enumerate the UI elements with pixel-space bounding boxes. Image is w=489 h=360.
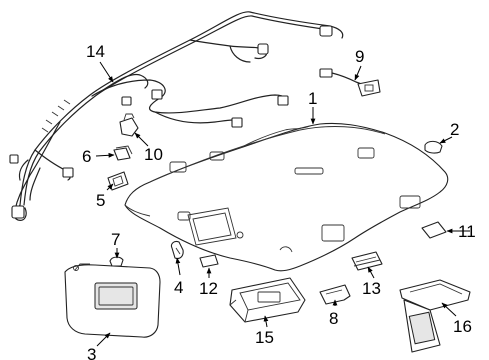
callout-4: 4 [174,278,183,297]
clip-part-2 [424,140,443,154]
callout-16: 16 [453,317,472,336]
overhead-console [229,277,306,323]
callout-15: 15 [255,328,274,347]
sun-visor [64,263,161,338]
callout-8: 8 [329,309,338,328]
callout-13: 13 [362,279,381,298]
pad-part-12 [199,254,219,268]
overhead-display-console [399,279,471,353]
bracket-part-10 [119,113,139,137]
callout-2: 2 [450,120,459,139]
retainer-part-5 [107,171,129,191]
callout-9: 9 [355,47,364,66]
callout-11: 11 [458,222,476,241]
callout-12: 12 [199,279,218,298]
connector-harness [319,68,381,97]
callout-7: 7 [111,230,120,249]
clip-part-6 [113,145,133,161]
lamp-part-11 [421,221,447,239]
leader-lines [95,61,470,347]
grab-handle-8 [319,284,351,305]
headliner-panel [124,122,449,272]
visor-clip-7 [109,256,124,267]
callout-labels: 1 2 3 4 5 6 7 8 9 10 11 12 13 14 15 16 [82,42,476,360]
hook-part-4 [170,240,184,260]
wiring-harness [9,11,344,221]
callout-6: 6 [82,147,91,166]
callout-5: 5 [96,191,105,210]
callout-14: 14 [86,42,105,61]
callout-10: 10 [144,145,163,164]
bracket-part-13 [351,251,383,271]
callout-3: 3 [87,345,96,360]
callout-1: 1 [308,89,317,108]
